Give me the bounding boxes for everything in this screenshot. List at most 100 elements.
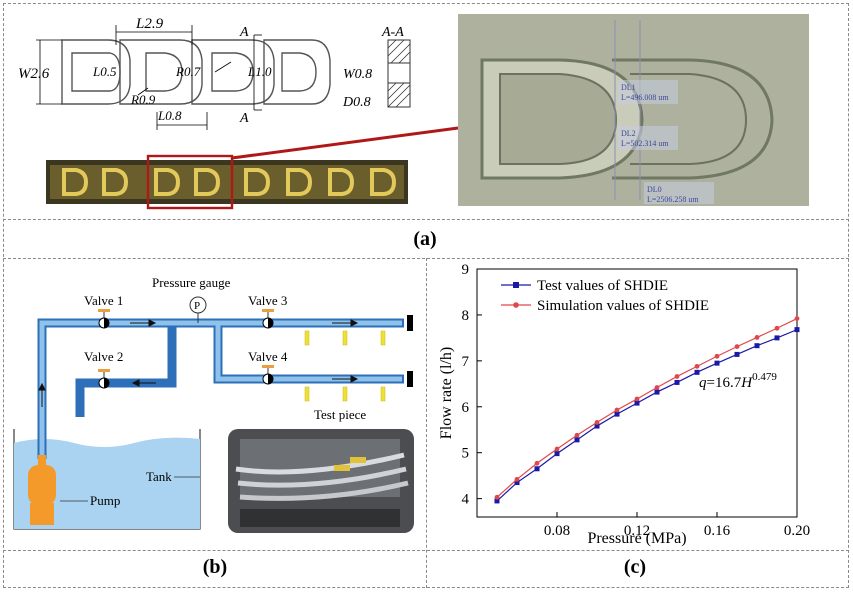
series-1-point-6 <box>614 407 620 413</box>
series-0-point-8 <box>654 389 660 395</box>
dim-L08: L0.8 <box>157 108 182 123</box>
series-0-point-1 <box>514 480 520 486</box>
series-1-point-15 <box>794 316 800 321</box>
zoom-line <box>231 126 459 160</box>
eq-coefficient: =16.7 <box>707 375 742 391</box>
valve-3-symbol <box>262 309 274 329</box>
series-1-point-14 <box>774 325 780 331</box>
micro-label-dl0-value: L=2506.258 um <box>647 195 699 204</box>
series-1-point-4 <box>574 432 580 438</box>
label-valve-3: Valve 3 <box>248 293 288 308</box>
y-tick-label-1: 5 <box>462 446 470 462</box>
section-title: A-A <box>381 25 404 40</box>
microscope-photo <box>458 14 809 206</box>
y-tick-label-3: 7 <box>462 354 470 370</box>
series-0-point-9 <box>674 379 680 385</box>
panel-a: W2.6 L2.9 L0.5 R0.7 L1.0 R0.9 L0.8 A A A… <box>0 0 853 220</box>
caption-a: (a) <box>413 228 437 250</box>
series-0-point-7 <box>634 400 640 406</box>
panel-b-diagram: P <box>13 296 414 533</box>
series-0-point-10 <box>694 369 700 375</box>
pump-icon <box>28 455 56 525</box>
test-rig-photo <box>228 429 414 533</box>
series-1-point-2 <box>534 460 540 466</box>
series-0-point-4 <box>574 437 580 443</box>
tank-water <box>14 437 200 529</box>
y-tick-label-0: 4 <box>462 492 470 508</box>
x-tick-label-1: 0.12 <box>624 523 650 539</box>
pressure-gauge-icon <box>189 296 207 314</box>
series-1-point-9 <box>674 374 680 379</box>
micro-label-dl2-value: L=502.314 um <box>621 139 669 148</box>
caption-b: (b) <box>202 556 228 578</box>
series-1-point-1 <box>514 476 520 482</box>
series-0-point-6 <box>614 411 620 417</box>
series-0-point-11 <box>714 360 720 366</box>
series-line-1 <box>496 318 798 498</box>
valve-1-symbol <box>98 309 110 329</box>
section-mark-bottom: A <box>239 111 249 126</box>
panel-b: P Pressure gauge Valve 1 Valve 2 Valve 3 <box>4 259 425 549</box>
dim-L05: L0.5 <box>92 64 117 79</box>
series-0-point-2 <box>534 466 540 472</box>
section-view <box>387 39 411 108</box>
series-0-point-0 <box>494 498 500 504</box>
label-pump: Pump <box>90 493 121 508</box>
eq-H: H <box>740 375 753 391</box>
y-tick-label-5: 9 <box>462 262 470 278</box>
label-test-piece: Test piece <box>314 407 367 422</box>
series-1-point-3 <box>554 446 560 452</box>
series-0-point-5 <box>594 423 600 429</box>
y-tick-label-2: 6 <box>462 400 470 416</box>
fit-equation: q=16.7H0.479 <box>699 371 777 391</box>
x-tick-label-3: 0.20 <box>784 523 810 539</box>
legend: Test values of SHDIE Simulation values o… <box>501 278 709 314</box>
flow-arrows <box>38 319 359 407</box>
valve-2-symbol <box>98 369 110 389</box>
eq-q: q <box>699 375 707 391</box>
eq-exponent: 0.479 <box>752 371 777 383</box>
micro-label-dl1-value: L=496.008 um <box>621 93 669 102</box>
label-valve-4: Valve 4 <box>248 349 288 364</box>
dim-D08: D0.8 <box>342 95 371 110</box>
label-pressure-gauge: Pressure gauge <box>152 275 231 290</box>
legend-label-test: Test values of SHDIE <box>537 278 668 294</box>
series-1-point-0 <box>494 494 500 500</box>
micro-label-dl2: DL2 <box>621 129 636 138</box>
series-0-point-12 <box>734 351 740 357</box>
label-tank: Tank <box>146 469 172 484</box>
legend-marker-test <box>513 282 519 288</box>
dimension-lines <box>36 25 262 130</box>
dim-W08: W0.8 <box>343 67 372 82</box>
dim-L10: L1.0 <box>247 64 272 79</box>
divider-b-c <box>426 258 427 588</box>
legend-marker-simulation <box>513 302 519 308</box>
micro-label-dl0: DL0 <box>647 185 662 194</box>
gauge-symbol: P <box>194 300 200 312</box>
pipe-cap-bottom <box>407 371 413 387</box>
series-1-point-10 <box>694 363 700 369</box>
legend-label-simulation: Simulation values of SHDIE <box>537 298 709 314</box>
channel-outline <box>61 39 331 105</box>
pipe-cap-top <box>407 315 413 331</box>
micro-label-dl1: DL1 <box>621 83 636 92</box>
dim-L29: L2.9 <box>135 16 164 32</box>
label-valve-2: Valve 2 <box>84 349 124 364</box>
dim-R07: R0.7 <box>175 64 201 79</box>
series-1-point-8 <box>654 385 660 390</box>
x-tick-label-2: 0.16 <box>704 523 731 539</box>
series-layer <box>494 316 800 504</box>
series-1-point-13 <box>754 335 760 340</box>
zoom-box <box>146 154 234 210</box>
x-tick-label-0: 0.08 <box>544 523 570 539</box>
panel-a-drawing: W2.6 L2.9 L0.5 R0.7 L1.0 R0.9 L0.8 A A A… <box>18 14 809 210</box>
divider-caption-a-top <box>3 219 849 220</box>
label-valve-1: Valve 1 <box>84 293 124 308</box>
series-0-point-13 <box>754 343 760 349</box>
series-1-point-7 <box>634 396 640 402</box>
series-0-point-14 <box>774 335 780 341</box>
dim-R09: R0.9 <box>130 92 156 107</box>
